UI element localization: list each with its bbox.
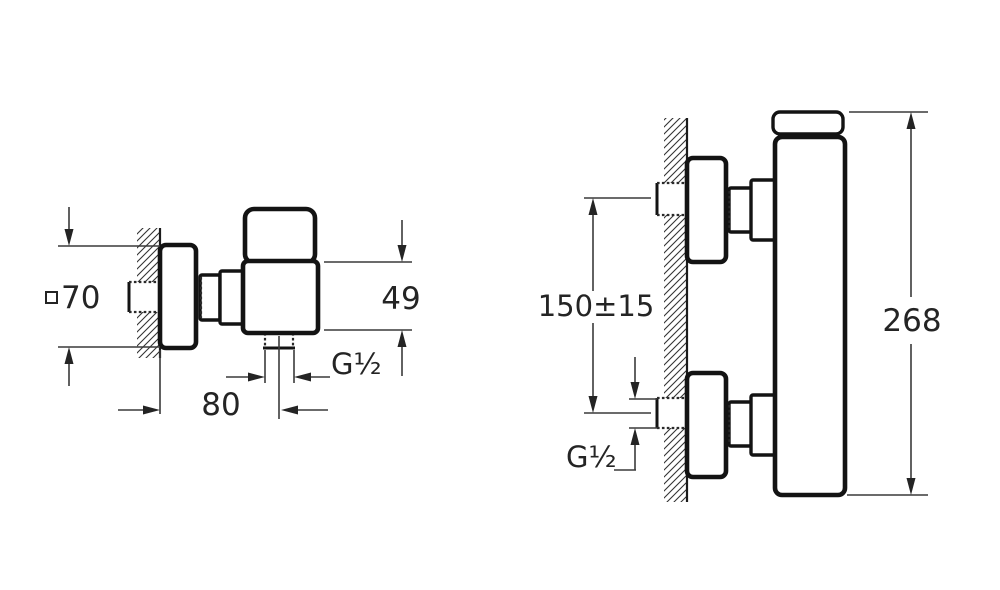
spout-thread-label: G½ — [331, 347, 382, 381]
right-view: 150±15 268 G½ — [538, 110, 942, 502]
dimension-wall-to-spout: 80 — [118, 336, 328, 423]
connector-flare — [749, 393, 778, 457]
lower-inlet-pipe — [655, 396, 688, 430]
inlet-thread-label: G½ — [566, 440, 617, 474]
arrow-up-icon — [397, 330, 407, 347]
mixer-top-cap — [771, 110, 845, 136]
left-view: 70 49 80 — [45, 206, 421, 423]
wall-to-spout-label: 80 — [201, 387, 240, 423]
dimension-flange-size: 70 — [45, 207, 160, 386]
arrow-down-icon — [64, 229, 74, 246]
arrow-down-icon — [906, 478, 916, 495]
arrow-up-icon — [588, 198, 598, 215]
overall-height-label: 268 — [882, 303, 941, 339]
arrow-left-icon — [294, 372, 311, 382]
upper-connector — [727, 178, 778, 242]
dimension-inlet-spacing: 150±15 — [538, 197, 655, 414]
dimension-body-height: 49 — [324, 220, 421, 376]
dimension-inlet-thread: G½ — [566, 357, 657, 474]
flange-size-label: 70 — [61, 280, 100, 316]
wall-flange — [157, 242, 199, 351]
upper-wall-flange — [684, 155, 729, 265]
connector-ring — [727, 400, 754, 448]
dimension-spout-thread: G½ — [226, 347, 382, 383]
connector-flare — [749, 178, 778, 242]
arrow-down-icon — [588, 396, 598, 413]
wall-hatch-upper — [137, 228, 160, 282]
connector-ring-2 — [218, 269, 246, 326]
inlet-spacing-label: 150±15 — [538, 289, 655, 323]
wall-hatch-middle — [664, 215, 687, 398]
square-symbol-icon — [45, 291, 58, 304]
valve-handle — [242, 206, 318, 266]
arrow-left-icon — [281, 405, 298, 415]
valve-body — [240, 258, 321, 336]
upper-inlet-pipe — [655, 181, 688, 217]
arrow-up-icon — [630, 428, 640, 445]
arrow-down-icon — [630, 382, 640, 399]
arrow-down-icon — [397, 245, 407, 262]
body-height-label: 49 — [381, 281, 420, 317]
arrow-right-icon — [248, 372, 265, 382]
wall-section — [664, 118, 689, 502]
arrow-right-icon — [143, 405, 160, 415]
connector-rings — [198, 269, 246, 326]
dimension-overall-height: 268 — [847, 111, 942, 496]
inlet-pipe — [127, 280, 162, 314]
wall-hatch-lower — [137, 312, 160, 358]
wall-hatch-upper — [664, 118, 687, 183]
arrow-up-icon — [64, 347, 74, 364]
connector-ring — [727, 186, 754, 234]
arrow-up-icon — [906, 112, 916, 129]
lower-connector — [727, 393, 778, 457]
lower-wall-flange — [684, 370, 729, 480]
wall-hatch-lower — [664, 428, 687, 502]
mixer-body — [772, 134, 848, 498]
connector-ring-1 — [198, 273, 222, 322]
